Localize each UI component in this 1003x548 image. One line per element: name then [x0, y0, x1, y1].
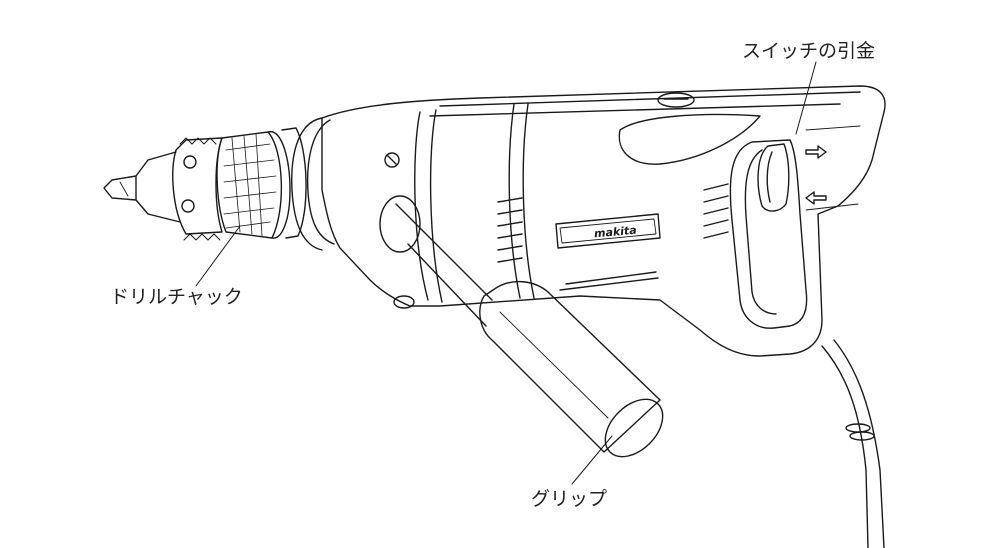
drill-body [291, 85, 886, 357]
leader-switch [795, 61, 817, 135]
leader-grip [571, 435, 613, 485]
side-grip [379, 195, 664, 458]
label-switch-trigger: スイッチの引金 [742, 40, 876, 62]
brand-badge: makita [555, 213, 661, 249]
forward-arrow-icon [805, 145, 827, 159]
drill-chuck [103, 127, 307, 241]
power-cord [821, 339, 885, 548]
brand-logo-text: makita [594, 224, 638, 241]
label-grip: グリップ [531, 488, 608, 510]
label-drill-chuck: ドリルチャック [110, 286, 243, 308]
reverse-arrow-icon [805, 191, 827, 205]
leader-chuck [195, 225, 241, 287]
rear-handle [729, 125, 861, 329]
leader-lines [195, 61, 817, 485]
